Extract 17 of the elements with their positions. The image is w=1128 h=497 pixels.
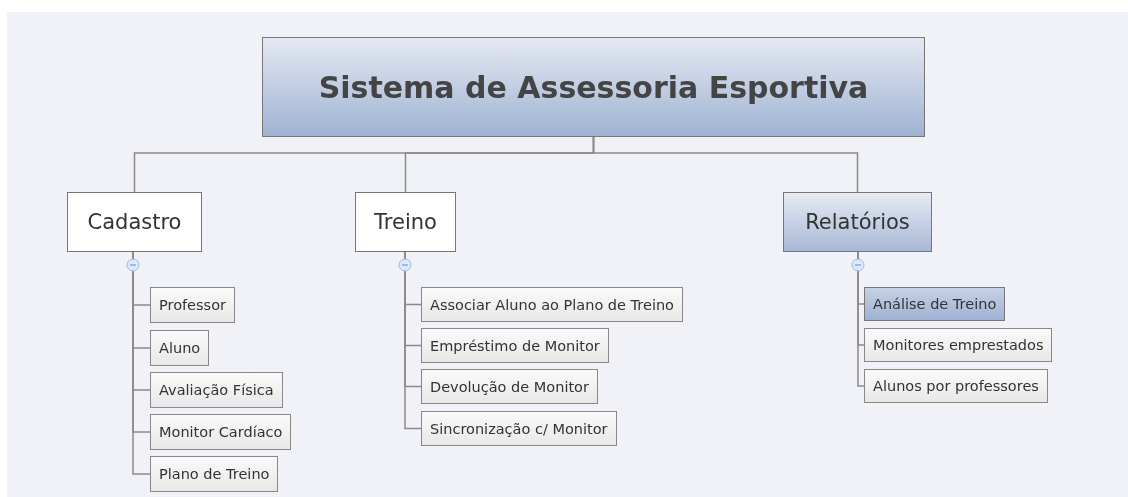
subtopic-box: Aluno <box>150 330 210 366</box>
subtopic-box: Empréstimo de Monitor <box>421 328 609 363</box>
subtopic-box: Plano de Treino <box>150 456 279 492</box>
subtopic-box: Avaliação Física <box>150 372 283 408</box>
subtopic-box: Monitores emprestados <box>864 328 1053 362</box>
topic-box: Cadastro <box>67 192 202 252</box>
root-topic-box: Sistema de Assessoria Esportiva <box>262 37 925 137</box>
subtopic-box: Alunos por professores <box>864 369 1048 403</box>
subtopic-box: Sincronização c/ Monitor <box>421 411 617 446</box>
subtopic-box: Monitor Cardíaco <box>150 414 292 450</box>
topic-box: Relatórios <box>783 192 932 252</box>
topic-box: Treino <box>355 192 456 252</box>
subtopic-box: Análise de Treino <box>864 287 1006 321</box>
connector-line <box>592 136 859 193</box>
subtopic-box: Professor <box>150 287 235 323</box>
subtopic-box: Devolução de Monitor <box>421 369 598 404</box>
subtopic-box: Associar Aluno ao Plano de Treino <box>421 287 683 322</box>
